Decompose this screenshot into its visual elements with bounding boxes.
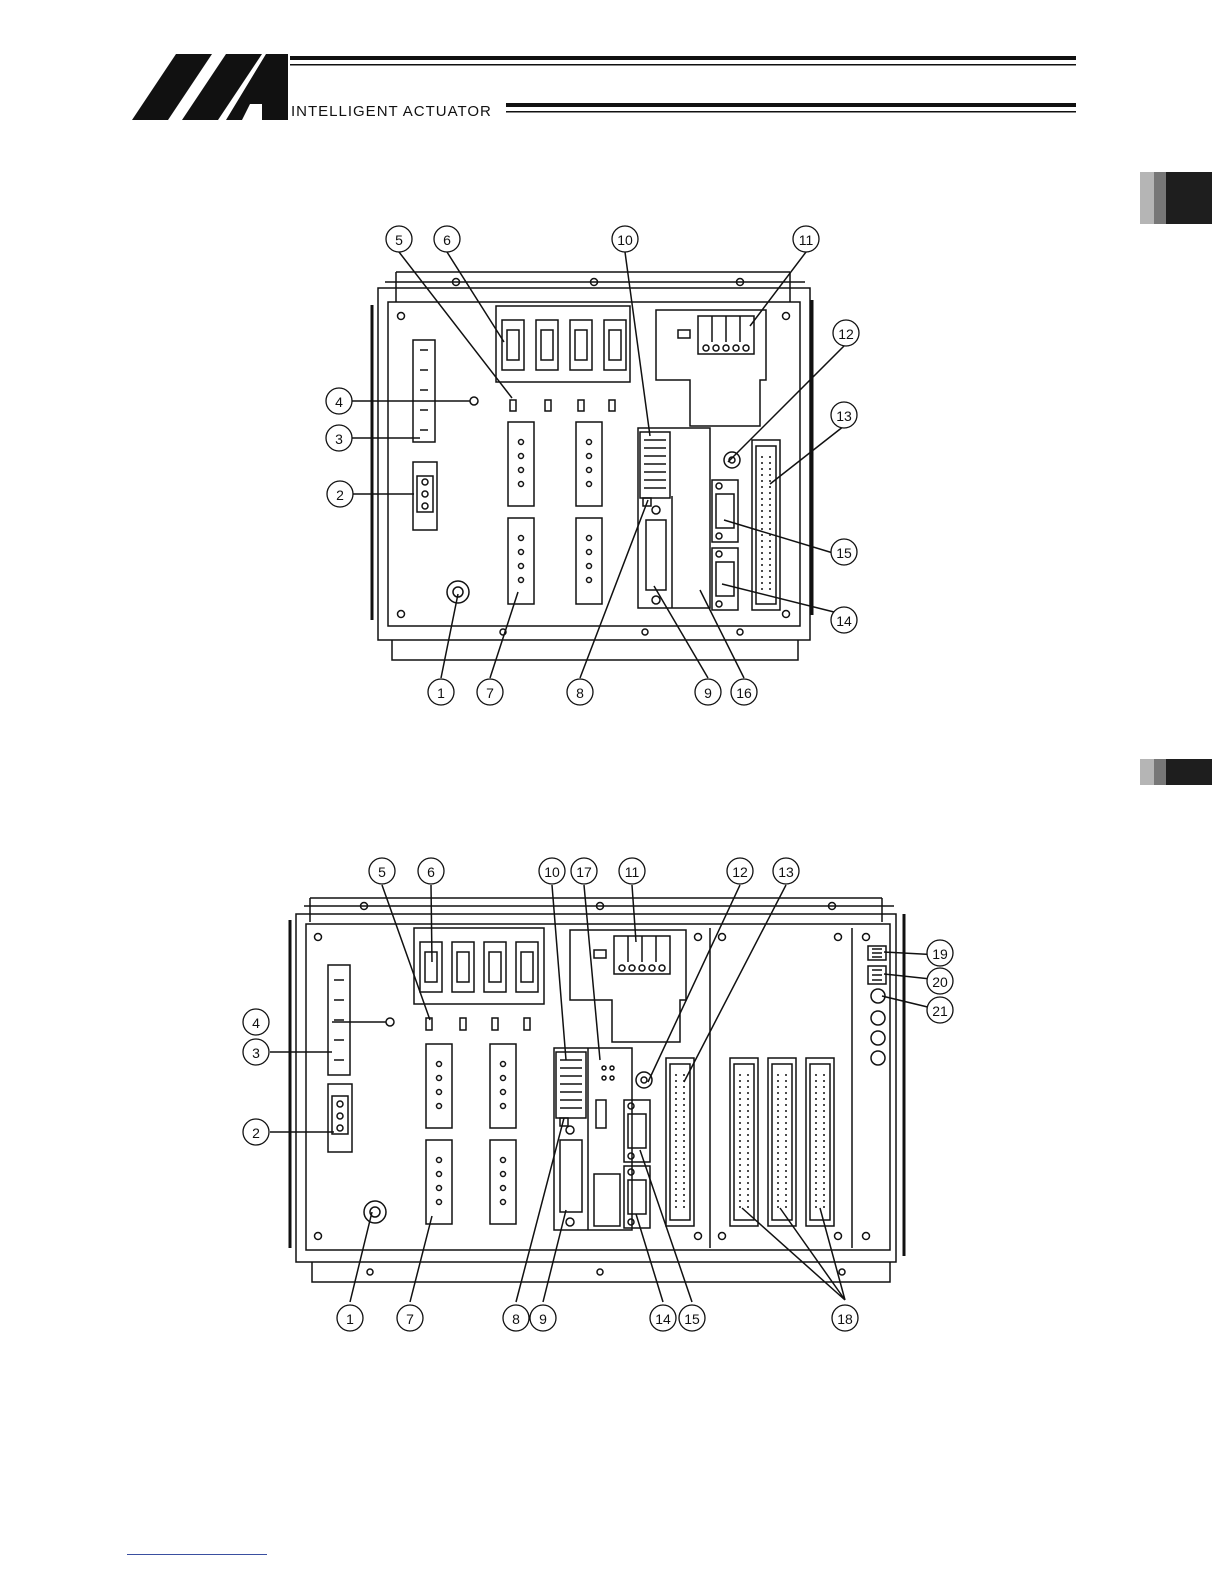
- svg-text:13: 13: [778, 864, 794, 880]
- bottom-callout-12: 12: [727, 858, 753, 884]
- bottom-callout-8: 8: [503, 1305, 529, 1331]
- bottom-callout-20: 20: [927, 968, 953, 994]
- bottom-callout-17: 17: [571, 858, 597, 884]
- svg-text:2: 2: [252, 1125, 260, 1141]
- svg-text:15: 15: [684, 1311, 700, 1327]
- svg-text:12: 12: [732, 864, 748, 880]
- bottom-callout-6: 6: [418, 858, 444, 884]
- bottom-callout-19: 19: [927, 940, 953, 966]
- svg-text:4: 4: [252, 1015, 260, 1031]
- bottom-callout-15: 15: [679, 1305, 705, 1331]
- bottom-callout-4: 4: [243, 1009, 269, 1035]
- svg-text:9: 9: [539, 1311, 547, 1327]
- svg-text:11: 11: [625, 864, 640, 880]
- svg-text:18: 18: [837, 1311, 853, 1327]
- bottom-callout-5: 5: [369, 858, 395, 884]
- svg-text:17: 17: [576, 864, 592, 880]
- footer-rule: [127, 1554, 267, 1555]
- svg-text:14: 14: [655, 1311, 671, 1327]
- svg-text:3: 3: [252, 1045, 260, 1061]
- bottom-callout-10: 10: [539, 858, 565, 884]
- bottom-callout-13: 13: [773, 858, 799, 884]
- bottom-callout-11: 11: [619, 858, 645, 884]
- svg-text:1: 1: [346, 1311, 354, 1327]
- bottom-callout-9: 9: [530, 1305, 556, 1331]
- bottom-callout-21: 21: [927, 997, 953, 1023]
- bottom-callout-14: 14: [650, 1305, 676, 1331]
- svg-text:19: 19: [932, 946, 948, 962]
- bottom-callout-1: 1: [337, 1305, 363, 1331]
- svg-text:7: 7: [406, 1311, 414, 1327]
- bottom-callout-2: 2: [243, 1119, 269, 1145]
- svg-text:5: 5: [378, 864, 386, 880]
- bottom-callout-3: 3: [243, 1039, 269, 1065]
- svg-text:20: 20: [932, 974, 948, 990]
- svg-text:6: 6: [427, 864, 435, 880]
- svg-text:10: 10: [544, 864, 560, 880]
- bottom-callout-18: 18: [832, 1305, 858, 1331]
- bottom-callout-7: 7: [397, 1305, 423, 1331]
- svg-text:8: 8: [512, 1311, 520, 1327]
- svg-text:21: 21: [932, 1003, 948, 1019]
